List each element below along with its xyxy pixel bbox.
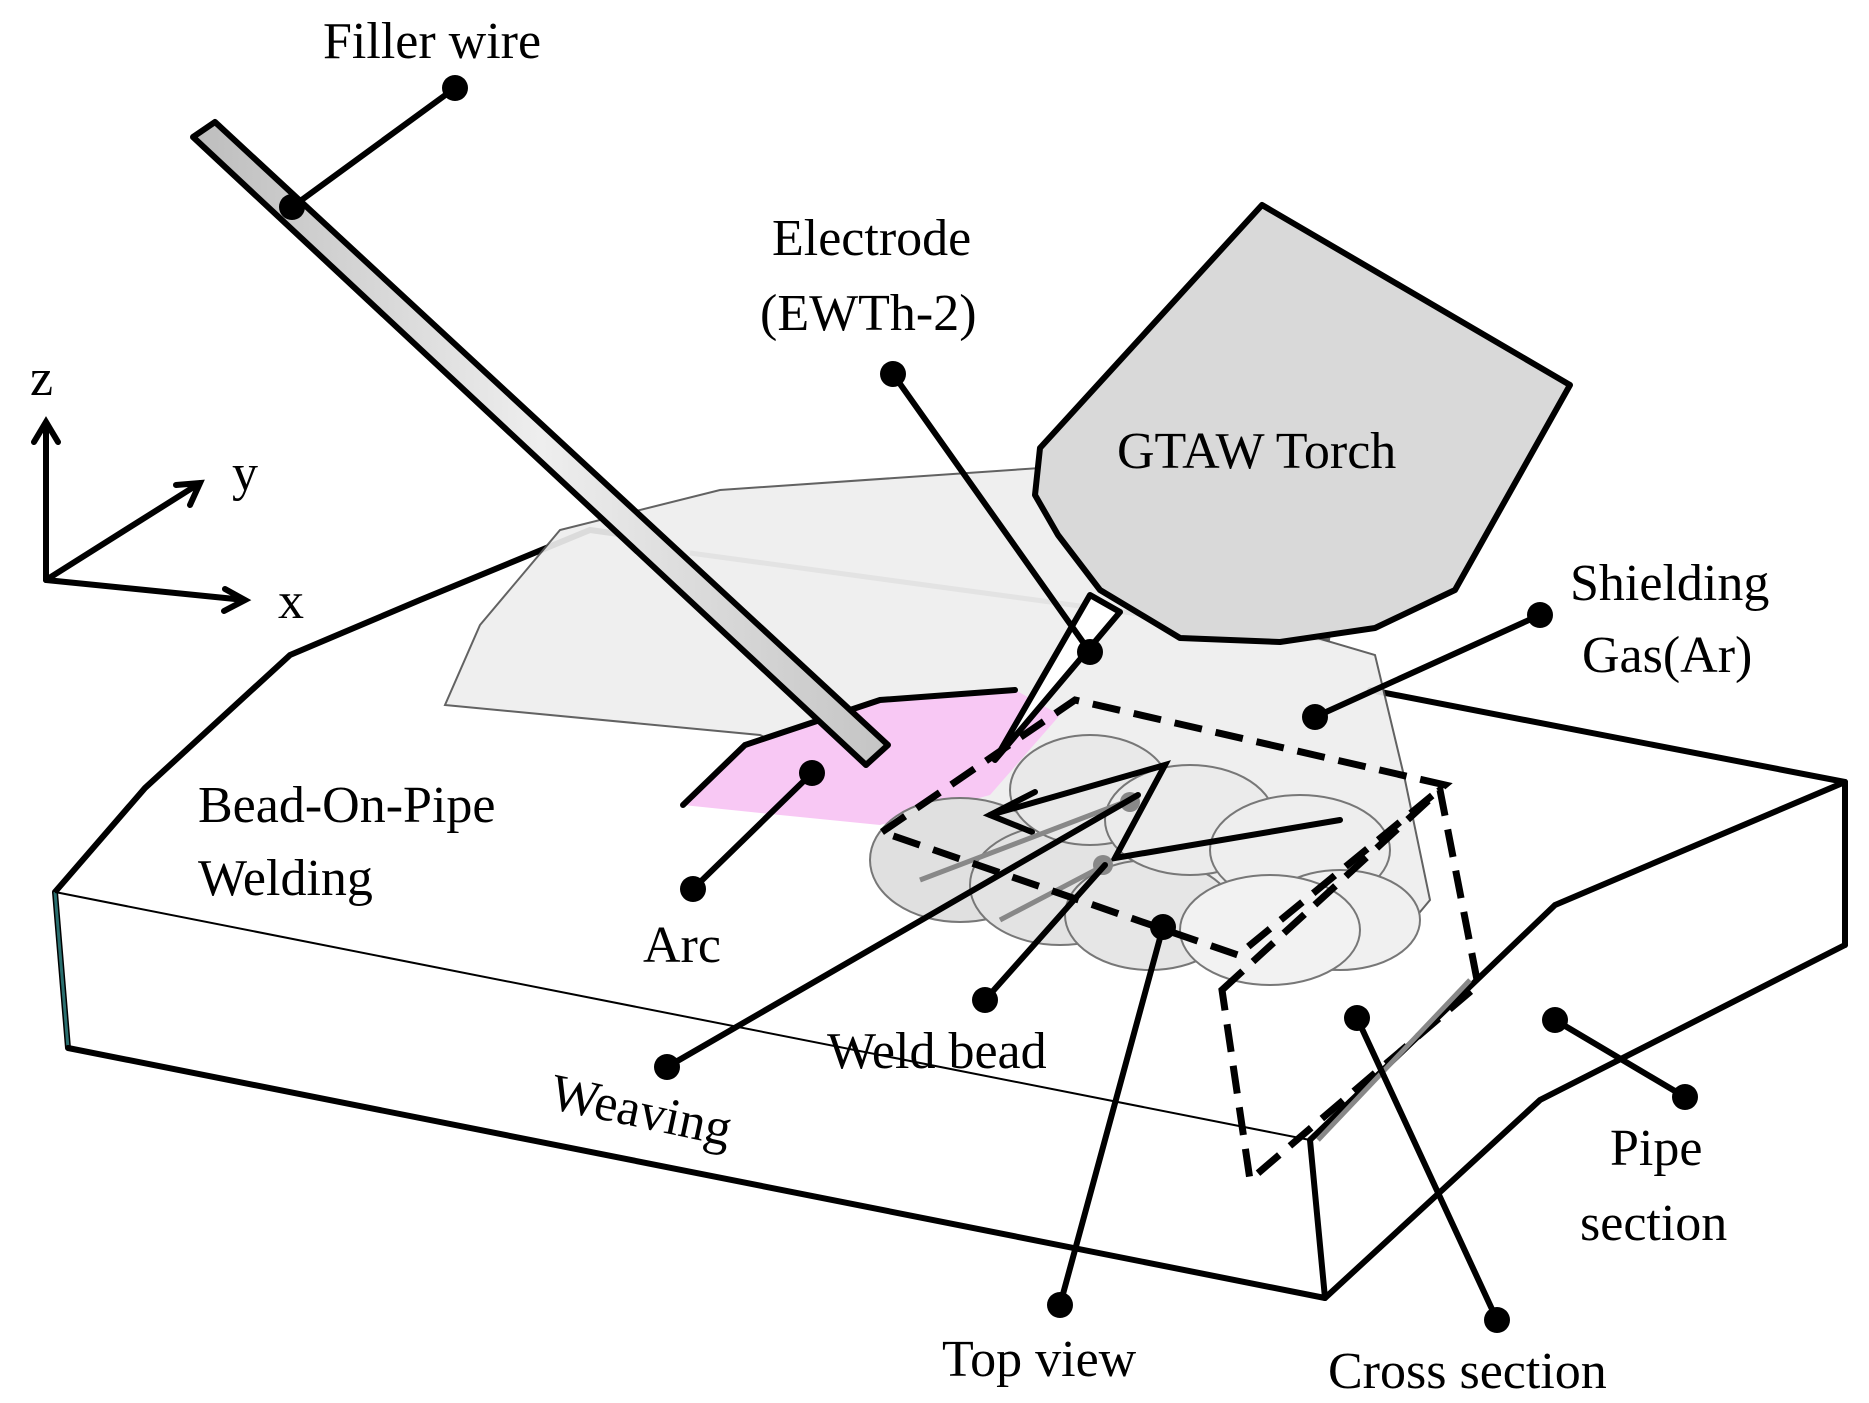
weld-bead-label: Weld bead	[827, 1023, 1047, 1080]
filler-wire-rod	[190, 119, 891, 768]
arc-label: Arc	[643, 917, 721, 974]
coordinate-axes: z y x	[30, 350, 304, 630]
pipe-left-accent	[53, 891, 70, 1049]
pipe-back-edge	[1367, 687, 1848, 785]
x-axis-arrow	[43, 577, 252, 614]
cross-section-leader	[1354, 1015, 1500, 1323]
filler-wire-label: Filler wire	[323, 13, 541, 70]
arc-leader	[690, 770, 815, 892]
welding-label: Welding	[198, 850, 373, 907]
weaving-leader	[664, 792, 1141, 1070]
weaving-zigzag-path	[987, 760, 1343, 862]
y-axis-label: y	[232, 445, 258, 502]
pipe-section-leader	[1552, 1017, 1688, 1100]
arc-outline	[680, 687, 1018, 808]
x-axis-label: x	[278, 573, 304, 630]
electrode-label: Electrode	[772, 210, 971, 267]
cross-section-label: Cross section	[1328, 1343, 1607, 1400]
top-view-dashed-box	[874, 696, 1453, 959]
bead-on-pipe-label: Bead-On-Pipe	[198, 777, 495, 834]
cross-section-dashed-box	[1218, 783, 1482, 1187]
pipe-front-vertical	[1307, 1137, 1328, 1301]
y-axis-arrow	[43, 479, 205, 583]
pipe-inner-edge	[54, 891, 1311, 1141]
shielding-gas-leader	[1312, 612, 1543, 720]
weld-bead-leader	[982, 862, 1108, 1003]
cross-section-contour	[1316, 978, 1472, 1142]
electrode-tip	[992, 592, 1123, 763]
electrode-spec-label: (EWTh-2)	[760, 285, 977, 342]
gtaw-torch-label: GTAW Torch	[1117, 423, 1396, 480]
shielding-gas-type-label: Gas(Ar)	[1582, 627, 1752, 684]
filler-wire-leader	[289, 85, 458, 210]
shielding-gas-label: Shielding	[1570, 555, 1769, 612]
section-label: section	[1580, 1195, 1727, 1252]
pipe-label: Pipe	[1610, 1120, 1702, 1177]
top-view-leader	[1057, 924, 1166, 1308]
weaving-arrowhead	[982, 789, 1038, 835]
leader-lines	[279, 75, 1698, 1333]
gtaw-torch-body	[1032, 202, 1573, 645]
electrode-leader	[890, 371, 1093, 655]
z-axis-arrow	[31, 416, 61, 583]
pipe-front-face	[55, 782, 1845, 1295]
z-axis-label: z	[30, 350, 53, 407]
pipe-end-curve	[1322, 942, 1848, 1301]
top-view-label: Top view	[942, 1331, 1137, 1388]
pipe-bottom-edge	[65, 1045, 1328, 1301]
